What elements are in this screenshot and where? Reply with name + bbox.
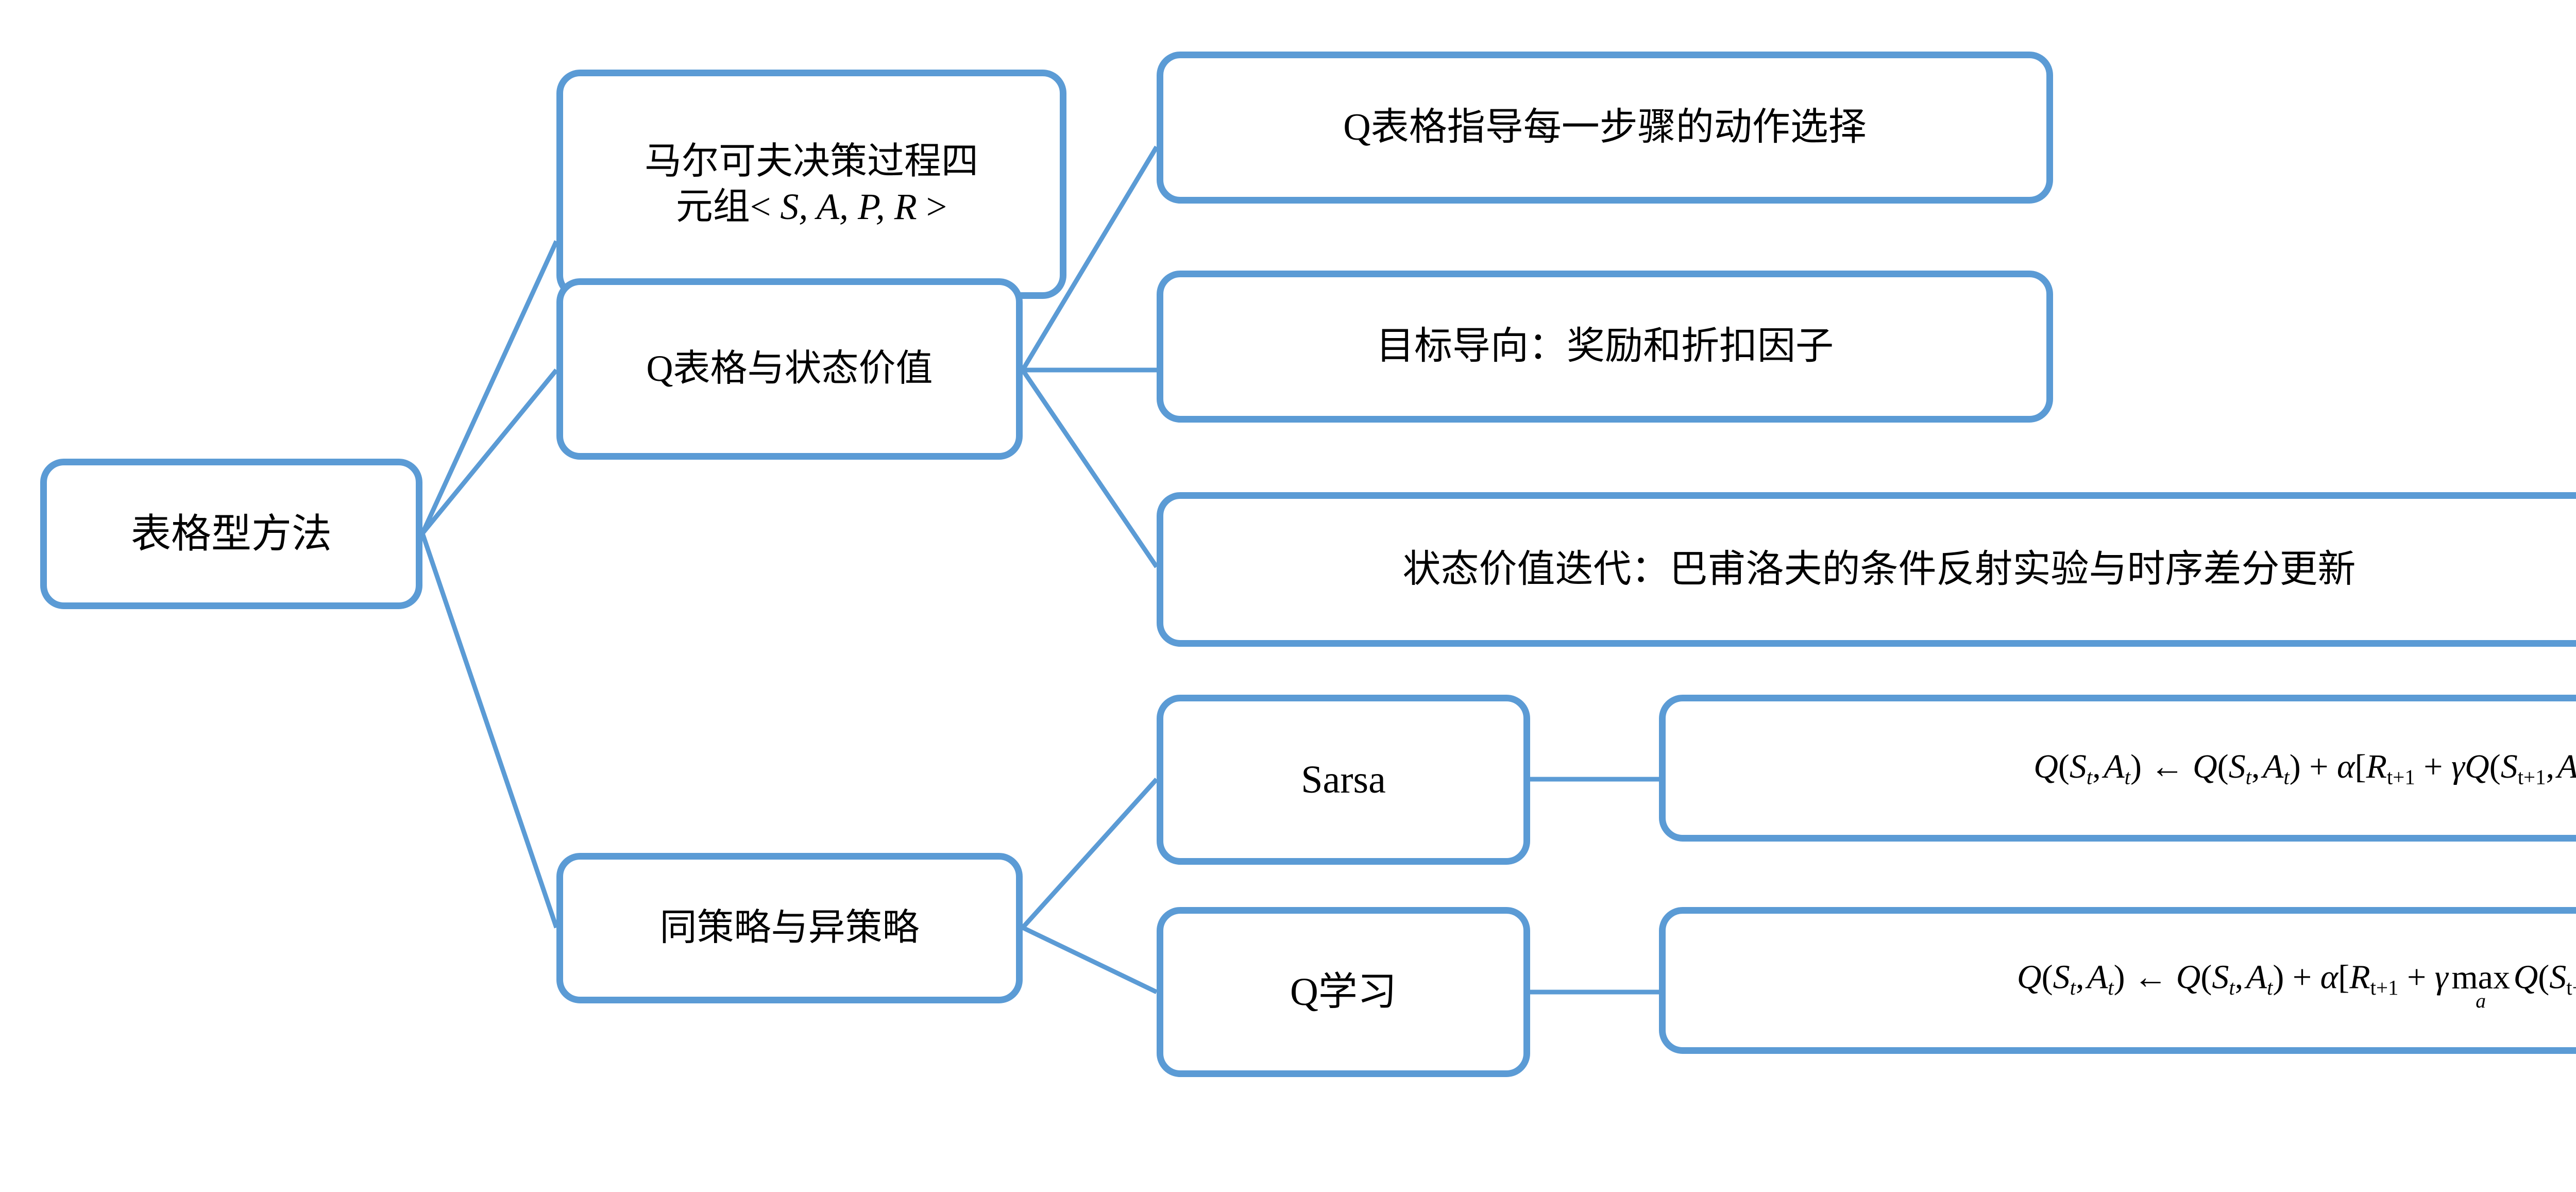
node-mdp[interactable]: 马尔可夫决策过程四 元组< S, A, P, R > — [556, 70, 1066, 299]
edge-qtable-to-child3 — [1021, 368, 1159, 568]
node-mdp-label-line2-suffix: > — [917, 186, 947, 227]
node-root-label: 表格型方法 — [130, 511, 332, 557]
node-sarsa-label: Sarsa — [1301, 758, 1386, 801]
edge-root-to-onoff — [420, 532, 559, 929]
edge-onoff-to-sarsa — [1021, 777, 1159, 930]
node-value-iteration[interactable]: 状态价值迭代：巴甫洛夫的条件反射实验与时序差分更新 — [1157, 492, 2576, 647]
node-qtable-label: Q表格与状态价值 — [646, 348, 933, 390]
edge-root-to-qtable — [420, 368, 558, 535]
node-mdp-label-line1: 马尔可夫决策过程四 — [644, 140, 978, 182]
node-value-iteration-label: 状态价值迭代：巴甫洛夫的条件反射实验与时序差分更新 — [1402, 548, 2356, 591]
node-sarsa-formula[interactable]: Q(St, At) ← Q(St, At) + α[Rt+1 + γQ(St+1… — [1659, 695, 2576, 842]
edge-qtable-to-child1 — [1021, 145, 1159, 372]
node-mdp-label-line2-prefix: 元组< — [675, 186, 781, 227]
node-q-action-select[interactable]: Q表格指导每一步骤的动作选择 — [1157, 52, 2053, 204]
node-q-learning-label: Q学习 — [1290, 970, 1397, 1014]
node-mdp-label: 马尔可夫决策过程四 元组< S, A, P, R > — [635, 139, 988, 230]
node-sarsa[interactable]: Sarsa — [1157, 695, 1530, 865]
edge-onoff-to-qlearning — [1022, 925, 1158, 995]
node-goal-oriented-label: 目标导向：奖励和折扣因子 — [1376, 325, 1834, 368]
node-onoff-policy[interactable]: 同策略与异策略 — [556, 853, 1023, 1003]
node-goal-oriented[interactable]: 目标导向：奖励和折扣因子 — [1157, 271, 2053, 423]
edge-root-to-mdp — [420, 240, 559, 534]
node-qtable[interactable]: Q表格与状态价值 — [556, 278, 1023, 460]
node-mdp-label-tuple: S, A, P, R — [780, 186, 917, 227]
node-q-learning[interactable]: Q学习 — [1157, 907, 1530, 1077]
sarsa-formula-text: Q(St, At) ← Q(St, At) + α[Rt+1 + γQ(St+1… — [2033, 747, 2576, 789]
node-onoff-policy-label: 同策略与异策略 — [659, 907, 920, 949]
node-root[interactable]: 表格型方法 — [40, 459, 422, 609]
node-q-action-select-label: Q表格指导每一步骤的动作选择 — [1343, 106, 1867, 149]
